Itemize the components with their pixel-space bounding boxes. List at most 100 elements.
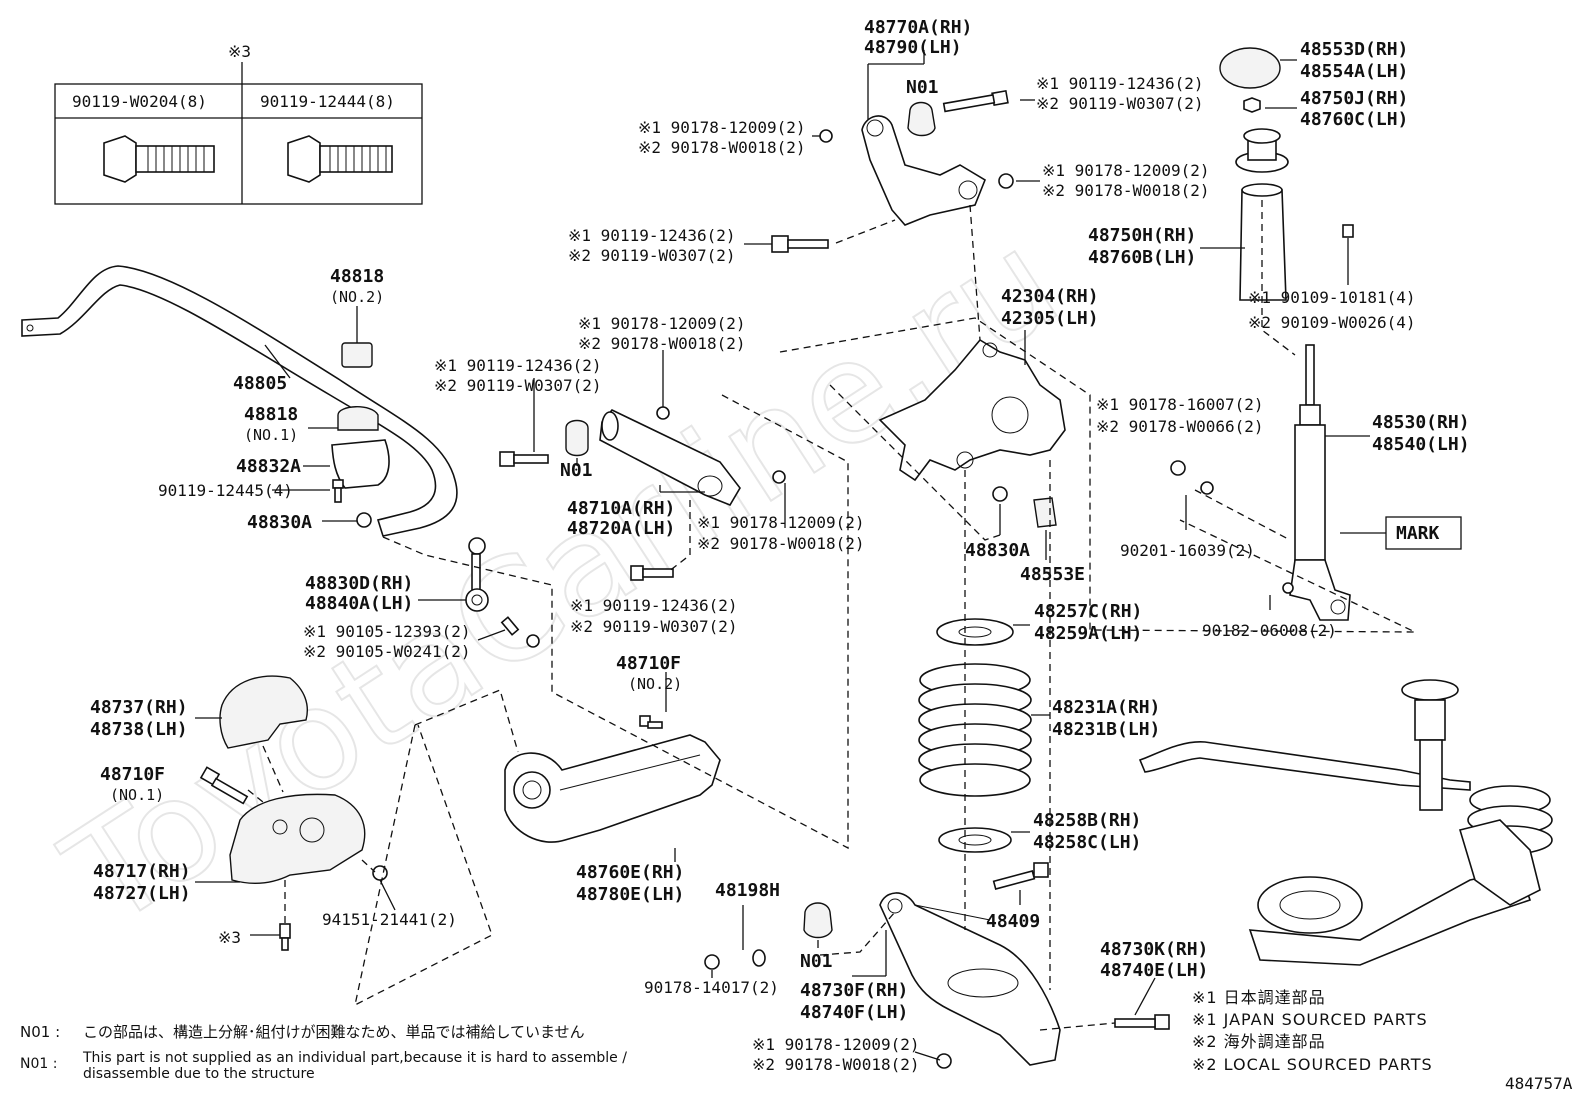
carrier-nut: [992, 486, 1008, 502]
shock-bolt-icon: [1342, 224, 1354, 238]
bump-stopper-boot-drawing: [1239, 183, 1287, 301]
note-n01-jp-key: N01 :: [20, 1023, 60, 1041]
label-48750H: 48750H(RH): [1088, 225, 1196, 246]
label-90178-bot-a: ※1 90178-12009(2): [752, 1035, 920, 1054]
label-48740E: 48740E(LH): [1100, 960, 1208, 981]
label-90109-a: ※1 90109-10181(4): [1248, 288, 1416, 307]
label-90178-topr-b: ※2 90178-W0018(2): [1042, 181, 1210, 200]
upper-arm-bushing-n01: [565, 419, 589, 457]
lower-arm-bushing-n01: [803, 902, 833, 939]
note-n01-en-text1: This part is not supplied as an individu…: [82, 1050, 627, 1066]
leader-lines: [195, 50, 1416, 1061]
shock-nut: [1243, 97, 1261, 113]
label-48198H: 48198H: [715, 880, 780, 901]
label-48710F-no1-sub: (NO.1): [110, 786, 164, 804]
label-90178-mid-a: ※1 90178-12009(2): [578, 314, 746, 333]
label-48730K: 48730K(RH): [1100, 939, 1208, 960]
label-42305: 42305(LH): [1001, 308, 1099, 329]
label-48257C: 48257C(RH): [1034, 601, 1142, 622]
shock-nut: [1170, 460, 1186, 476]
label-48737: 48737(RH): [90, 697, 188, 718]
label-48258C: 48258C(LH): [1033, 832, 1141, 853]
part-labels: 48818 (NO.2) 48805 48818 (NO.1) 48832A 9…: [90, 17, 1470, 1074]
label-48259A: 48259A(LH): [1034, 623, 1142, 644]
inset-title: ※3: [228, 42, 251, 61]
upper-arm-bolt-icon: [942, 89, 1009, 113]
carrier-bushing: [1033, 497, 1057, 528]
upper-arm-nut: [772, 470, 786, 484]
label-48717: 48717(RH): [93, 861, 191, 882]
upper-arm-bolt-icon: [499, 451, 549, 467]
label-90182: 90182-06008(2): [1202, 621, 1337, 640]
label-48770A: 48770A(RH): [864, 17, 972, 38]
note-n01-en-text2: disassemble due to the structure: [83, 1066, 315, 1082]
label-48710F-no2: 48710F: [616, 653, 681, 674]
label-42304: 42304(RH): [1001, 286, 1099, 307]
label-48760C: 48760C(LH): [1300, 109, 1408, 130]
label-90119-mid2-b: ※2 90119-W0307(2): [570, 617, 738, 636]
label-90178-knuckle-a: ※1 90178-16007(2): [1096, 395, 1264, 414]
bracket-bolt-icon: [332, 479, 344, 503]
bracket-bolt-icon: [279, 923, 291, 951]
trailing-arm-drawing: [504, 734, 721, 843]
upper-arm-bushing-n01: [907, 101, 936, 137]
label-90119-top-a: ※1 90119-12436(2): [568, 226, 736, 245]
stabilizer-link-drawing: [465, 537, 489, 612]
label-48818-no2: 48818: [330, 266, 384, 287]
shock-absorber-drawing: [1289, 344, 1351, 621]
label-90109-b: ※2 90109-W0026(4): [1248, 313, 1416, 332]
label-n01-top: N01: [906, 77, 939, 98]
footnotes: N01 : この部品は、構造上分解･組付けが困難なため、単品では補給していません…: [20, 1023, 627, 1082]
flange-bolt-icon: [103, 135, 215, 183]
stabilizer-bar-drawing: [21, 265, 458, 537]
upper-arm-bolt-icon: [771, 235, 829, 253]
label-90178-mid2-a: ※1 90178-12009(2): [697, 513, 865, 532]
legend-line-2: ※1 JAPAN SOURCED PARTS: [1192, 1010, 1428, 1029]
label-48553D: 48553D(RH): [1300, 39, 1408, 60]
label-48727: 48727(LH): [93, 883, 191, 904]
label-ref3: ※3: [218, 928, 241, 947]
upper-arm-nut: [656, 406, 670, 420]
label-48830A-mid: 48830A: [965, 540, 1030, 561]
upper-control-arm-drawing: [599, 409, 741, 506]
label-90201: 90201-16039(2): [1120, 541, 1255, 560]
lower-arm-nut: [704, 954, 720, 970]
label-48750J: 48750J(RH): [1300, 88, 1408, 109]
label-90178-top-b: ※2 90178-W0018(2): [638, 138, 806, 157]
shock-washer: [1200, 481, 1214, 495]
trailing-arm-bracket: [229, 793, 366, 884]
label-48760E: 48760E(RH): [576, 862, 684, 883]
spring-seat-upper-drawing: [936, 618, 1014, 646]
sourcing-legend: ※1 日本調達部品 ※1 JAPAN SOURCED PARTS ※2 海外調達…: [1192, 988, 1432, 1074]
legend-line-1: ※1 日本調達部品: [1192, 988, 1326, 1007]
fastener-inset-table: ※3 90119-W0204(8) 90119-12444(8): [54, 42, 423, 205]
diagram-id: 484757A: [1505, 1074, 1573, 1093]
label-48710F-no2-sub: (NO.2): [628, 675, 682, 693]
label-90178-mid2-b: ※2 90178-W0018(2): [697, 534, 865, 553]
label-94151: 94151-21441(2): [322, 910, 457, 929]
label-90178-mid-b: ※2 90178-W0018(2): [578, 334, 746, 353]
trailing-arm-bolt-icon: [639, 715, 663, 729]
label-90105-a: ※1 90105-12393(2): [303, 622, 471, 641]
lower-control-arm-drawing: [879, 892, 1061, 1066]
label-48830D: 48830D(RH): [305, 573, 413, 594]
label-48840A: 48840A(LH): [305, 593, 413, 614]
shock-support-drawing: [1235, 128, 1289, 173]
label-90119-topr-b: ※2 90119-W0307(2): [1036, 94, 1204, 113]
lower-arm-bolt-icon: [992, 862, 1049, 891]
lower-arm-nut: [936, 1053, 952, 1069]
label-48710F-no1: 48710F: [100, 764, 165, 785]
label-48409: 48409: [986, 911, 1040, 932]
link-nut-icon: [500, 616, 540, 648]
label-90178-top-a: ※1 90178-12009(2): [638, 118, 806, 137]
label-n01-mid: N01: [560, 460, 593, 481]
label-48553E: 48553E: [1020, 564, 1085, 585]
label-48818-no1: 48818: [244, 404, 298, 425]
note-n01-jp-text: この部品は、構造上分解･組付けが困難なため、単品では補給していません: [83, 1023, 585, 1041]
label-90178-topr-a: ※1 90178-12009(2): [1042, 161, 1210, 180]
upper-arm-nut: [998, 173, 1014, 189]
label-48740F: 48740F(LH): [800, 1002, 908, 1023]
label-48760B: 48760B(LH): [1088, 247, 1196, 268]
label-48818-no2-sub: (NO.2): [330, 288, 384, 306]
